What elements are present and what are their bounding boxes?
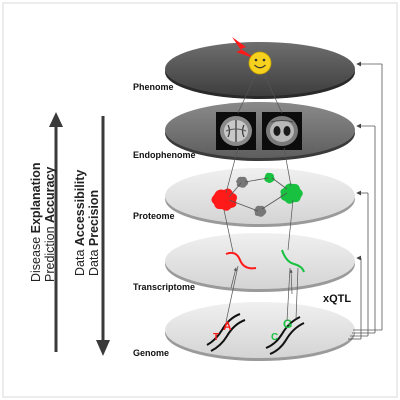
endophenome-layer [165, 102, 355, 161]
side-right-line1-bold: Accessibility [73, 170, 87, 246]
side-label-left: Disease Explanation Prediction Accuracy [29, 163, 57, 282]
brain-scan-image-right [262, 112, 302, 150]
side-left-line2-prefix: Prediction [43, 223, 57, 282]
xqtl-feedback-brackets [348, 61, 383, 340]
cross-layer-arrowheads [230, 267, 293, 295]
proteome-layer [165, 168, 355, 227]
protein-blob-red [211, 188, 237, 211]
cross-layer-links [223, 73, 299, 323]
layer-label-proteome: Proteome [133, 211, 175, 221]
svg-text:Disease Explanation: Disease Explanation [29, 163, 43, 282]
up-arrow-disease-explanation [49, 112, 63, 352]
side-right-line2-prefix: Data [87, 246, 101, 276]
side-label-right: Data Accessibility Data Precision [73, 170, 101, 276]
layer-label-endophenome: Endophenome [133, 150, 196, 160]
snp-letter-left-bottom: T [213, 332, 219, 343]
side-right-line2-bold: Precision [87, 190, 101, 246]
endophenome-disk [165, 102, 355, 158]
proteome-disk [165, 168, 355, 224]
layer-label-transcriptome: Transcriptome [133, 282, 195, 292]
transcriptome-disk [165, 233, 355, 289]
side-right-line1-prefix: Data [73, 246, 87, 276]
side-left-line1-prefix: Disease [29, 233, 43, 282]
transcript-red [225, 251, 257, 270]
transcriptome-layer [165, 233, 355, 292]
genome-disk [165, 302, 355, 358]
dna-strand-left [206, 313, 246, 352]
smiley-face-icon [248, 51, 272, 75]
svg-text:Data Precision: Data Precision [87, 190, 101, 276]
layer-label-phenome: Phenome [133, 82, 174, 92]
transcript-green [281, 249, 305, 273]
svg-text:Prediction Accuracy: Prediction Accuracy [43, 167, 57, 282]
svg-text:Data Accessibility: Data Accessibility [73, 170, 87, 276]
dna-strand-right [265, 316, 305, 355]
layer-label-genome: Genome [133, 348, 169, 358]
xqtl-label: xQTL [323, 293, 351, 305]
protein-blob-green-small [264, 172, 275, 183]
brain-scan-image-left [216, 112, 256, 150]
down-arrow-data-accessibility [96, 116, 110, 356]
protein-interaction-edges [228, 177, 288, 212]
snp-letter-right-bottom: C [271, 332, 278, 343]
snp-letter-right-top: G [283, 317, 292, 331]
side-left-line2-bold: Accuracy [43, 167, 57, 223]
side-left-line1-bold: Explanation [29, 163, 43, 234]
lightning-bolt-icon [232, 37, 256, 59]
genome-layer [165, 302, 355, 361]
snp-letter-left-top: A [223, 319, 232, 333]
